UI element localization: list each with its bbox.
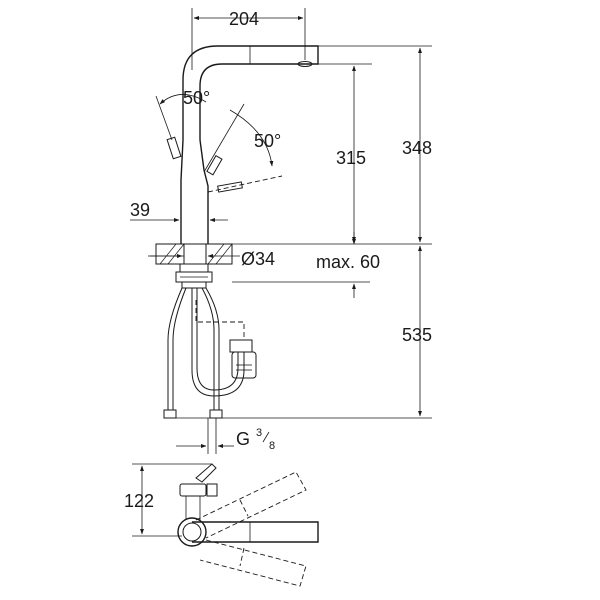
dim-label-angle-upper: 50°	[183, 88, 210, 108]
dim-label-122: 122	[124, 491, 154, 511]
dim-label-348: 348	[402, 138, 432, 158]
dim-label-thread-den: 8	[269, 440, 275, 452]
supply-hoses	[163, 287, 257, 419]
lever-rotated-position	[207, 175, 283, 193]
dimension-lines	[130, 8, 432, 454]
faucet-top-view	[132, 463, 319, 587]
dim-label-angle-lower: 50°	[254, 131, 281, 151]
dim-label-thread-num: 3	[256, 427, 262, 439]
dimension-labels: 204 50° 50° 39 315 348 Ø34 max. 60 535 G…	[124, 9, 432, 511]
dim-label-535: 535	[402, 325, 432, 345]
dim-label-diameter: Ø34	[241, 249, 275, 269]
faucet-side-view	[155, 45, 319, 244]
dim-label-204: 204	[229, 9, 259, 29]
dim-label-max-60: max. 60	[316, 252, 380, 272]
dim-label-thread-prefix: G	[236, 429, 250, 449]
lever-down-position	[203, 103, 245, 176]
hose-weight	[229, 339, 257, 379]
dim-label-315: 315	[336, 148, 366, 168]
countertop-section	[155, 243, 233, 289]
dim-label-39: 39	[130, 200, 150, 220]
lever-upper-position	[155, 95, 182, 160]
